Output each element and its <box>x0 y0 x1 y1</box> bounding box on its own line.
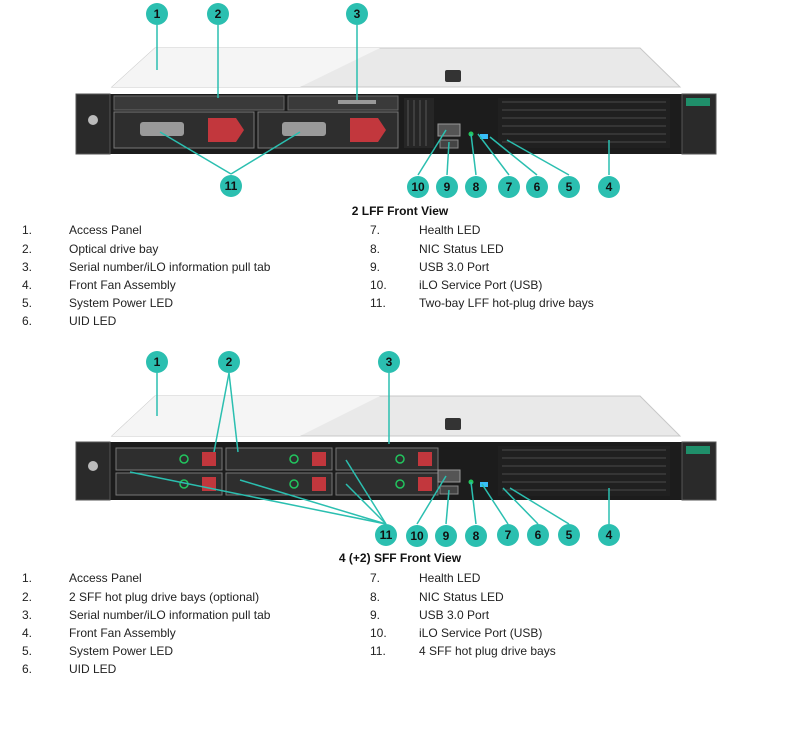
legend-label: Front Fan Assembly <box>69 278 176 292</box>
legend-num: 11. <box>370 296 386 310</box>
legend-label: System Power LED <box>69 296 174 310</box>
callout-9-text: 9 <box>444 180 451 194</box>
callout-1 <box>146 351 168 373</box>
callout-10-text: 10 <box>410 529 424 543</box>
callout-markers <box>146 3 620 198</box>
legend-num: 11. <box>370 644 386 658</box>
legend-label: Health LED <box>419 571 481 585</box>
legend-label: 2 SFF hot plug drive bays (optional) <box>69 590 260 604</box>
legend-num: 5. <box>22 644 33 658</box>
callout-7 <box>497 524 519 546</box>
legend-label: Serial number/iLO information pull tab <box>69 608 271 622</box>
legend-label: UID LED <box>69 314 117 328</box>
callout-2-text: 2 <box>215 7 222 21</box>
legend-num: 4. <box>22 626 33 640</box>
legend-num: 4. <box>22 278 33 292</box>
legend-num: 3. <box>22 608 33 622</box>
callout-11 <box>220 175 242 197</box>
legend-label: NIC Status LED <box>419 590 504 604</box>
legend-num: 5. <box>22 296 33 310</box>
legend-label: 4 SFF hot plug drive bays <box>419 644 556 658</box>
legend-num: 1. <box>22 223 33 237</box>
legend-num: 7. <box>370 571 381 585</box>
sff-caption: 4 (+2) SFF Front View <box>338 551 462 565</box>
legend-label: NIC Status LED <box>419 242 504 256</box>
legend-label: USB 3.0 Port <box>419 260 490 274</box>
legend-label: Front Fan Assembly <box>69 626 176 640</box>
callout-markers <box>146 351 620 547</box>
sff-server-illustration: 1 2 3 11 10 9 8 7 6 5 4 <box>75 351 717 547</box>
callout-1-text: 1 <box>154 355 161 369</box>
callout-7-text: 7 <box>505 528 512 542</box>
legend-num: 3. <box>22 260 33 274</box>
callout-7-text: 7 <box>506 180 513 194</box>
legend-label: Two-bay LFF hot-plug drive bays <box>419 296 594 310</box>
legend-num: 10. <box>370 626 387 640</box>
callout-11-text: 11 <box>380 528 393 542</box>
legend-label: Serial number/iLO information pull tab <box>69 260 271 274</box>
callout-4 <box>598 524 620 546</box>
callout-9 <box>435 525 457 547</box>
callout-6 <box>527 524 549 546</box>
callout-2 <box>218 351 240 373</box>
callout-7 <box>498 176 520 198</box>
callout-3 <box>378 351 400 373</box>
lff-caption: 2 LFF Front View <box>351 204 449 218</box>
legend-num: 6. <box>22 662 33 676</box>
callout-5-text: 5 <box>566 180 573 194</box>
callout-11 <box>375 524 397 546</box>
sff-front-view-diagram: 1 2 3 11 10 9 8 7 6 5 4 <box>0 346 800 550</box>
legend-num: 2. <box>22 590 33 604</box>
legend-label: System Power LED <box>69 644 174 658</box>
callout-9-text: 9 <box>443 529 450 543</box>
legend-num: 1. <box>22 571 33 585</box>
callout-11-text: 11 <box>225 179 238 193</box>
callout-4-text: 4 <box>606 180 613 194</box>
legend-num: 2. <box>22 242 33 256</box>
callout-1 <box>146 3 168 25</box>
callout-3-text: 3 <box>354 7 361 21</box>
callout-10 <box>406 525 428 547</box>
legend-num: 6. <box>22 314 33 328</box>
legend-label: Access Panel <box>69 571 142 585</box>
lff-front-view-diagram: 1 2 3 11 10 9 8 7 6 5 4 <box>0 0 800 205</box>
legend-label: USB 3.0 Port <box>419 608 490 622</box>
callout-6 <box>526 176 548 198</box>
callout-3 <box>346 3 368 25</box>
callout-8-text: 8 <box>473 529 480 543</box>
lff-server-illustration: 1 2 3 11 10 9 8 7 6 5 4 <box>75 3 717 198</box>
legend-num: 8. <box>370 590 381 604</box>
callout-3-text: 3 <box>386 355 393 369</box>
callout-4 <box>598 176 620 198</box>
callout-9 <box>436 176 458 198</box>
callout-5 <box>558 524 580 546</box>
legend-label: Access Panel <box>69 223 142 237</box>
legend-label: iLO Service Port (USB) <box>419 278 543 292</box>
legend-label: Optical drive bay <box>69 242 159 256</box>
callout-2 <box>207 3 229 25</box>
callout-6-text: 6 <box>534 180 541 194</box>
legend-label: UID LED <box>69 662 117 676</box>
callout-8-text: 8 <box>473 180 480 194</box>
callout-1-text: 1 <box>154 7 161 21</box>
callout-6-text: 6 <box>535 528 542 542</box>
legend-num: 8. <box>370 242 381 256</box>
legend-num: 7. <box>370 223 381 237</box>
legend-num: 9. <box>370 260 381 274</box>
callout-4-text: 4 <box>606 528 613 542</box>
legend-num: 9. <box>370 608 381 622</box>
callout-5 <box>558 176 580 198</box>
legend-label: iLO Service Port (USB) <box>419 626 543 640</box>
callout-8 <box>465 176 487 198</box>
legend-num: 10. <box>370 278 387 292</box>
legend-label: Health LED <box>419 223 481 237</box>
callout-10-text: 10 <box>411 180 425 194</box>
callout-10 <box>407 176 429 198</box>
callout-8 <box>465 525 487 547</box>
callout-5-text: 5 <box>566 528 573 542</box>
callout-2-text: 2 <box>226 355 233 369</box>
